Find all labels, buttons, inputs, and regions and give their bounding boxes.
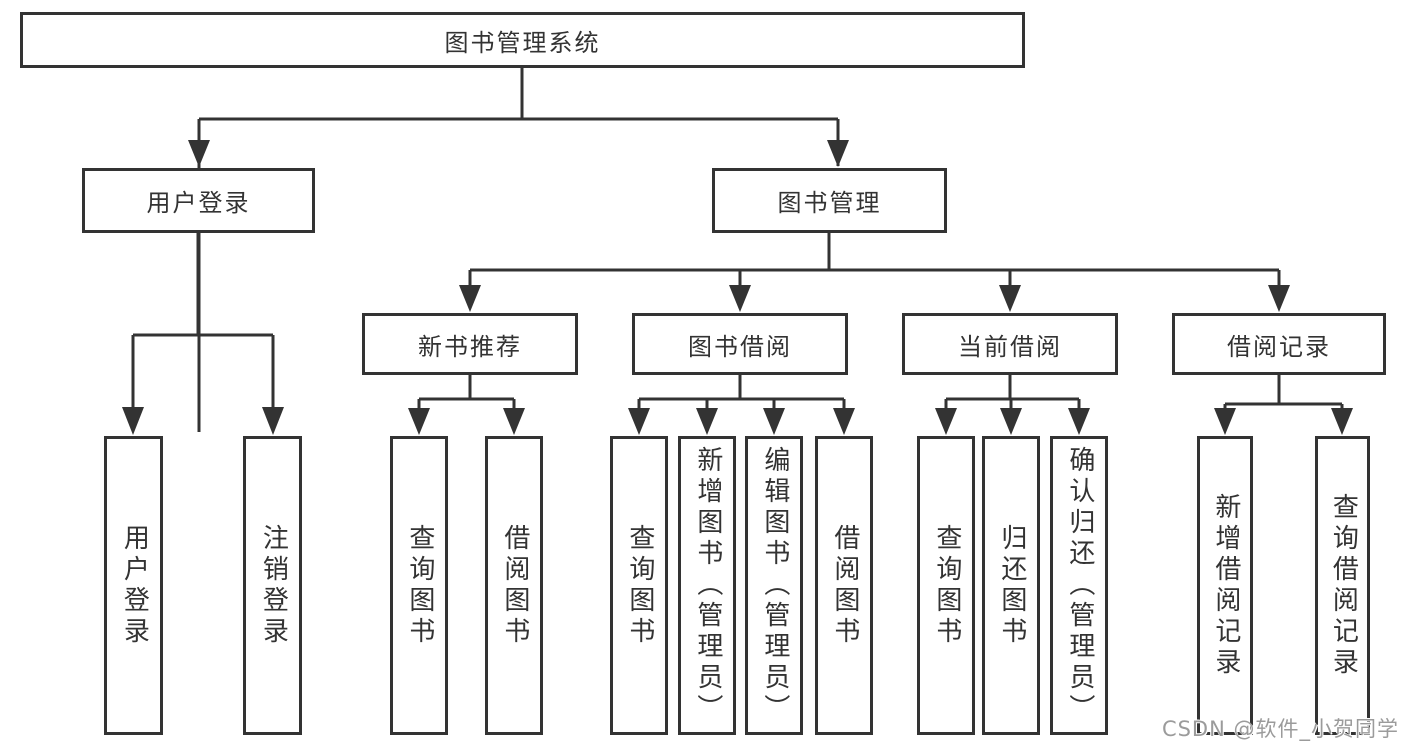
node-label: 查询图书 (404, 523, 435, 648)
node-borrowing-records: 借阅记录 (1172, 313, 1386, 375)
node-label: 查询借阅记录 (1328, 492, 1359, 679)
node-label: 新书推荐 (418, 332, 522, 361)
node-label: 编辑图书（管理员） (759, 446, 790, 725)
leaf-add-book-admin: 新增图书（管理员） (678, 436, 736, 735)
node-label: 借阅图书 (499, 523, 530, 648)
leaf-edit-book-admin: 编辑图书（管理员） (745, 436, 803, 735)
leaf-add-borrow-record: 新增借阅记录 (1197, 436, 1253, 735)
node-label: 用户登录 (146, 189, 251, 217)
leaf-confirm-return-admin: 确认归还（管理员） (1050, 436, 1108, 735)
node-label: 借阅记录 (1227, 332, 1331, 361)
leaf-query-borrow-record: 查询借阅记录 (1315, 436, 1370, 735)
node-library-system: 图书管理系统 (20, 12, 1025, 68)
arrowhead-icon (262, 407, 284, 435)
arrowhead-icon (1068, 408, 1090, 435)
arrowhead-icon (999, 285, 1021, 312)
node-label: 借阅图书 (829, 523, 860, 648)
arrowhead-icon (122, 407, 144, 435)
node-label: 查询图书 (624, 523, 655, 648)
arrowhead-icon (729, 285, 751, 312)
edge-new-recommend-branch (417, 375, 516, 430)
leaf-query-books-current: 查询图书 (917, 436, 975, 735)
node-label: 新增借阅记录 (1210, 492, 1241, 679)
node-label: 用户登录 (119, 523, 150, 648)
node-book-management: 图书管理 (712, 168, 947, 233)
edge-root-to-level2 (197, 68, 840, 432)
node-user-login: 用户登录 (82, 168, 315, 233)
node-label: 图书管理 (777, 189, 882, 217)
node-label: 注销登录 (258, 523, 289, 648)
arrowhead-icon (833, 408, 855, 435)
arrowhead-icon (628, 408, 650, 435)
leaf-logout: 注销登录 (243, 436, 302, 735)
node-label: 新增图书（管理员） (692, 446, 723, 725)
edges (131, 68, 1344, 432)
arrowhead-icon (827, 140, 849, 167)
node-label: 查询图书 (931, 523, 962, 648)
arrowhead-icon (459, 285, 481, 312)
arrowhead-icon (763, 408, 785, 435)
node-new-book-recommend: 新书推荐 (362, 313, 578, 375)
node-label: 图书借阅 (688, 332, 792, 361)
leaf-borrow-books: 借阅图书 (815, 436, 873, 735)
leaf-user-login: 用户登录 (104, 436, 163, 735)
arrowhead-icon (1000, 408, 1022, 435)
leaf-query-books-borrow: 查询图书 (610, 436, 668, 735)
leaf-borrow-books-recommend: 借阅图书 (485, 436, 543, 735)
arrowhead-icon (935, 408, 957, 435)
node-book-borrowing: 图书借阅 (632, 313, 848, 375)
edge-user-login-branch (131, 233, 275, 430)
arrowhead-icon (408, 408, 430, 435)
arrowhead-icon (1214, 408, 1236, 435)
leaf-query-books-recommend: 查询图书 (390, 436, 448, 735)
node-label: 图书管理系统 (444, 28, 601, 57)
arrowheads (122, 140, 1353, 435)
node-current-borrowing: 当前借阅 (902, 313, 1118, 375)
edge-book-mgmt-branch (468, 233, 1281, 306)
leaf-return-books: 归还图书 (982, 436, 1040, 735)
edge-borrow-records-branch (1223, 375, 1344, 430)
node-label: 确认归还（管理员） (1064, 446, 1095, 725)
arrowhead-icon (696, 408, 718, 435)
node-label: 归还图书 (996, 523, 1027, 648)
node-label: 当前借阅 (958, 332, 1062, 361)
arrowhead-icon (188, 140, 210, 167)
arrowhead-icon (1268, 285, 1290, 312)
arrowhead-icon (503, 408, 525, 435)
csdn-watermark: CSDN @软件_小贺同学 (1161, 717, 1399, 741)
edge-book-borrow-branch (637, 375, 846, 430)
arrowhead-icon (1331, 408, 1353, 435)
